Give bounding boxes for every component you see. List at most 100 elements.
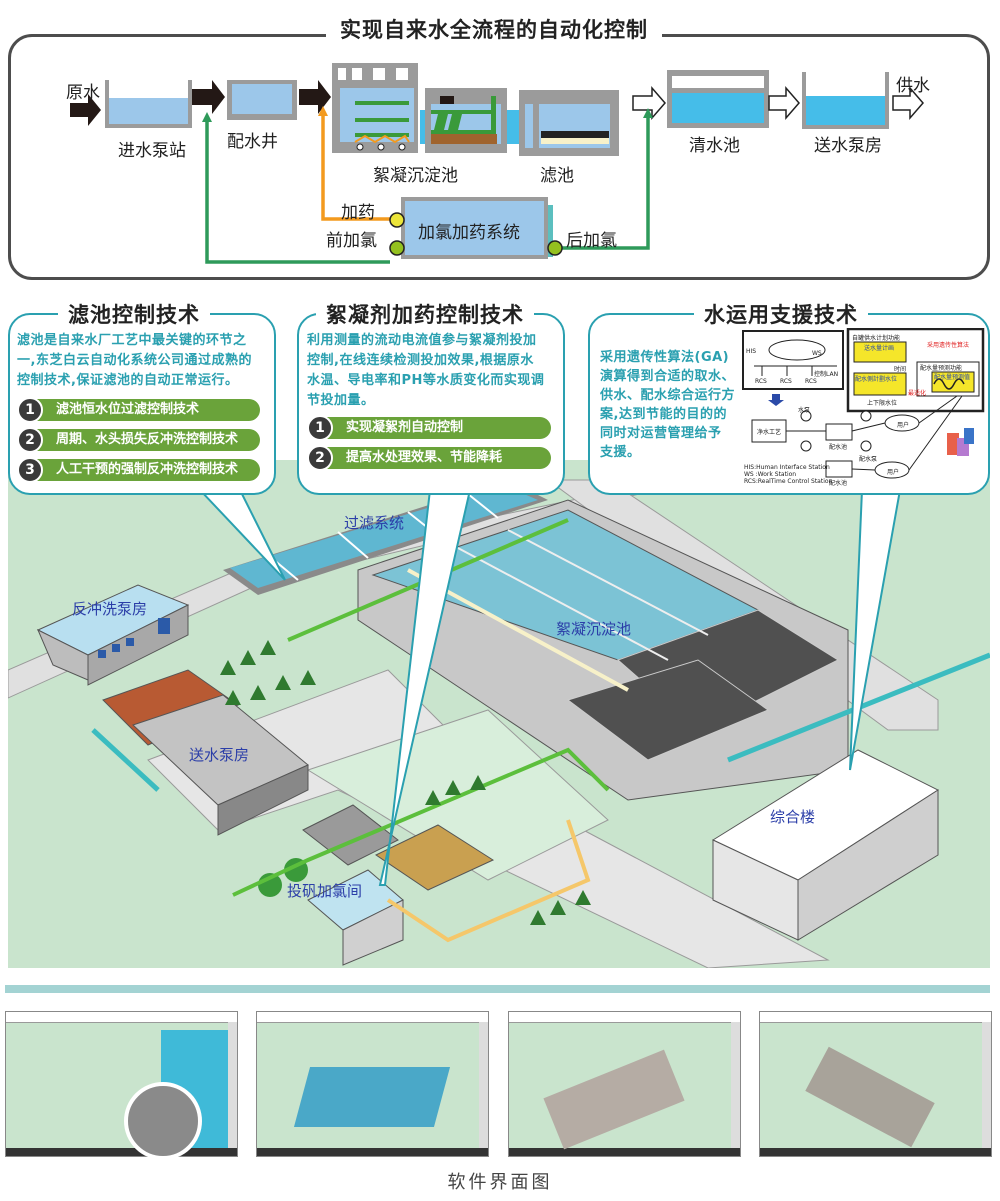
supply-arrow [892,85,924,121]
yellow-pipe [386,819,591,943]
software-screenshot-1[interactable] [5,1011,238,1160]
pre-chlorination-pipe [205,120,390,264]
pre-chlor-node [389,240,405,256]
text-line: 利用测量的流动电流值参与絮凝剂投加 [307,333,537,348]
screenshot-footer [257,1148,488,1156]
label-supply: 供水 [896,76,930,96]
label-pre-chlorination: 前加氯 [326,231,377,251]
text-line: 演算得到合适的取水、 [600,369,736,384]
callout-support-text: 采用遗传性算法(GA) 演算得到合适的取水、 供水、配水综合运行方 案,达到节能… [600,348,735,462]
label-clear-well: 清水池 [689,136,740,156]
screenshot-header [760,1012,991,1023]
optimize-label: 最适化 [908,390,927,397]
system-diagram: HIS WS RCS RCS RCS 控制LAN 自罐供水计划功能 采用遗传性算… [742,328,988,488]
screenshot-sidebar [479,1022,488,1148]
map-label-backwash-pump: 反冲洗泵房 [72,600,148,618]
raw-water-arrow [70,94,101,126]
plant-map [8,460,990,968]
callout-support-title: 水运用支援技术 [694,299,868,329]
text-line: 支援。 [600,445,641,460]
text-line: 滤池是自来水厂工艺中最关键的环节之 [17,333,247,348]
label-intake-pump: 进水泵站 [118,141,186,161]
dosing-node [389,212,405,228]
coagulant-item-2: 提高水处理效果、节能降耗 [320,447,551,469]
screenshot-footer [509,1148,740,1156]
filter-item-1: 滤池恒水位过滤控制技术 [30,399,260,421]
map-label-coag-sed-pool: 絮凝沉淀池 [556,620,632,638]
software-screenshot-3[interactable] [508,1011,741,1157]
forecast-func-label: 配水量预测功能 [920,365,963,372]
text-line: 水温、导电率和PH等水质变化而实现调 [307,373,545,388]
rcs-label-3: RCS [805,378,817,385]
number-badge-2: 2 [307,445,333,471]
dist-tank-label-2: 配水池 [829,480,848,487]
system-diagram-lines [742,328,985,479]
coag-sed-pool-structure [357,499,849,801]
backwash-pump-house [36,584,190,686]
arrow-4 [768,85,800,121]
user-label-1: 用户 [897,422,910,429]
legend-rcs: RCS:RealTime Control Station [744,478,833,485]
screenshot-header [6,1012,237,1023]
screenshot-header [257,1012,488,1023]
pointer-coag [378,489,472,886]
screenshot-footer [6,1148,237,1156]
filter-item-2: 周期、水头损失反冲洗控制技术 [30,429,260,451]
label-chem-system: 加氯加药系统 [418,223,520,243]
coag-sed-tank [332,63,519,153]
screenshot-header [509,1012,740,1023]
arrow-2 [299,80,331,114]
pointer-support [849,489,902,771]
system-legend: HIS:Human Interface Station WS :Work Sta… [744,464,832,485]
water-level-label: 上下限水位 [867,400,898,407]
process-flow-title: 实现自来水全流程的自动化控制 [326,14,662,44]
map-label-supply-pump-house: 送水泵房 [189,746,250,764]
number-badge-1: 1 [17,397,43,423]
user-label-2: 用户 [887,469,900,476]
screenshot-sidebar [982,1022,991,1148]
screenshot-sidebar [228,1022,237,1148]
number-badge-3: 3 [17,457,43,483]
office-building-structure [711,749,940,941]
trees [220,640,591,925]
label-filter: 滤池 [540,166,574,186]
dosing-room-view [805,1046,935,1148]
arrow-1 [192,80,225,114]
process-flow-diagram [70,63,924,264]
forecast-label: 配水量预测值 [934,374,971,381]
label-coag-sed: 絮凝沉淀池 [373,166,458,186]
screenshot-footer [760,1148,991,1156]
clear-well [667,70,769,128]
text-line: 采用遗传性算法(GA) [600,350,730,365]
map-label-office: 综合楼 [770,808,816,826]
supply-pump-tank [802,72,889,129]
label-raw-water: 原水 [66,83,100,103]
time-label: 时间 [894,366,907,373]
text-line: 案,达到节能的目的的 [600,407,727,422]
filter-tank [519,90,619,156]
callout-coagulant-title: 絮凝剂加药控制技术 [316,299,534,329]
number-badge-2: 2 [17,427,43,453]
his-label: HIS [746,348,757,355]
screenshot-sidebar [731,1022,740,1148]
rcs-label-1: RCS [755,378,767,385]
intake-pump-tank [105,80,192,128]
software-screenshot-4[interactable] [759,1011,992,1157]
coagulant-item-1: 实现凝絮剂自动控制 [320,417,551,439]
text-line: 控制,在线连续检测投加效果,根据原水 [307,353,534,368]
number-badge-1: 1 [307,415,333,441]
label-dosing: 加药 [341,203,375,223]
pointer-filter [197,489,286,581]
supply-pump-house-structure [102,669,309,836]
separator-bar [5,985,990,993]
dist-plan-label: 配水側計劃水位 [855,376,898,383]
arrow-3 [632,85,666,121]
pump-room [543,1049,685,1150]
dist-pump-label: 配水泵 [859,456,878,463]
software-screenshot-2[interactable] [256,1011,489,1157]
text-line: 供水、配水综合运行方 [600,388,736,403]
callout-pointers [197,489,902,886]
purify-label: 净水工艺 [756,429,781,436]
dist-tank-label-1: 配水池 [829,444,848,451]
chem-system-box [401,197,548,259]
